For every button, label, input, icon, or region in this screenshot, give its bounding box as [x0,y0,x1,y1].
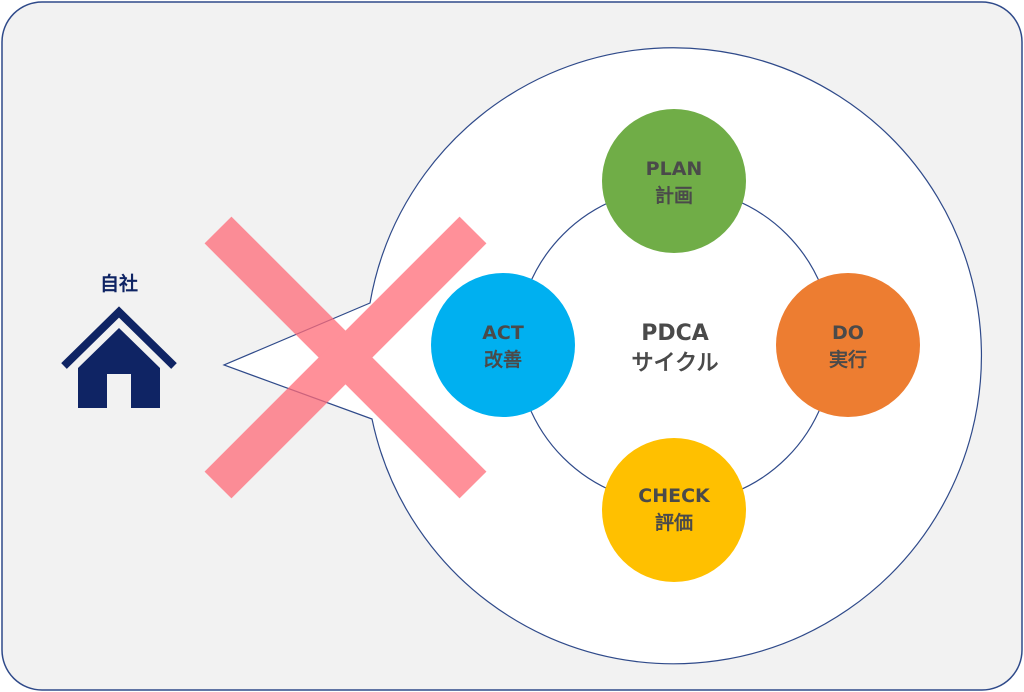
speech-bubble [222,47,983,665]
stage-plan-ja: 計画 [655,184,693,207]
stage-plan-circle [602,109,746,253]
stage-do-ja: 実行 [829,348,867,371]
stage-act-en: ACT [482,322,524,344]
company-label: 自社 [100,272,138,295]
cycle-title-line2: サイクル [632,351,719,376]
stage-act-circle [431,273,575,417]
stage-plan-en: PLAN [646,158,703,180]
cycle-title-line1: PDCA [641,321,709,346]
stage-check-en: CHECK [638,485,711,507]
stage-plan: PLAN 計画 [602,109,746,253]
stage-act: ACT 改善 [431,273,575,417]
stage-check: CHECK 評価 [602,438,746,582]
stage-act-ja: 改善 [484,348,522,371]
stage-check-circle [602,438,746,582]
stage-check-ja: 評価 [655,511,693,534]
stage-do-circle [776,273,920,417]
house-icon [61,306,177,408]
stage-do: DO 実行 [776,273,920,417]
stage-do-en: DO [832,322,864,344]
cross-mark-icon [204,216,487,499]
